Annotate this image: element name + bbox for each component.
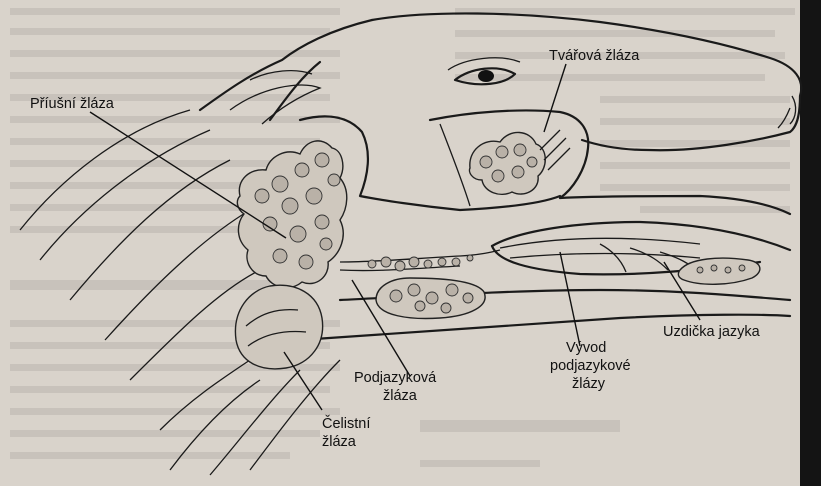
label-celistni-line2: žláza	[322, 434, 357, 450]
frenulum-region	[678, 258, 760, 284]
buccal-gland	[470, 130, 571, 194]
leader-vyvod	[560, 252, 580, 346]
head-outline	[20, 13, 801, 475]
label-podjazykova-line1: Podjazyková	[354, 370, 437, 386]
label-vyvod-line2: podjazykové	[550, 358, 631, 374]
eye-pupil	[478, 70, 494, 82]
submandibular-gland	[235, 285, 322, 369]
label-priusni-zlaza: Příušní žláza	[30, 96, 115, 112]
sublingual-gland	[376, 278, 485, 318]
label-podjazykova-line2: žláza	[383, 388, 418, 404]
scan-edge	[800, 0, 821, 486]
label-uzdicka-jazyka: Uzdička jazyka	[663, 324, 761, 340]
gland-duct	[340, 250, 500, 271]
label-vyvod-line3: žlázy	[572, 376, 606, 392]
label-vyvod-line1: Vývod	[566, 340, 606, 356]
label-celistni-line1: Čelistní	[322, 415, 370, 432]
label-tvarova-zlaza: Tvářová žláza	[549, 48, 640, 64]
